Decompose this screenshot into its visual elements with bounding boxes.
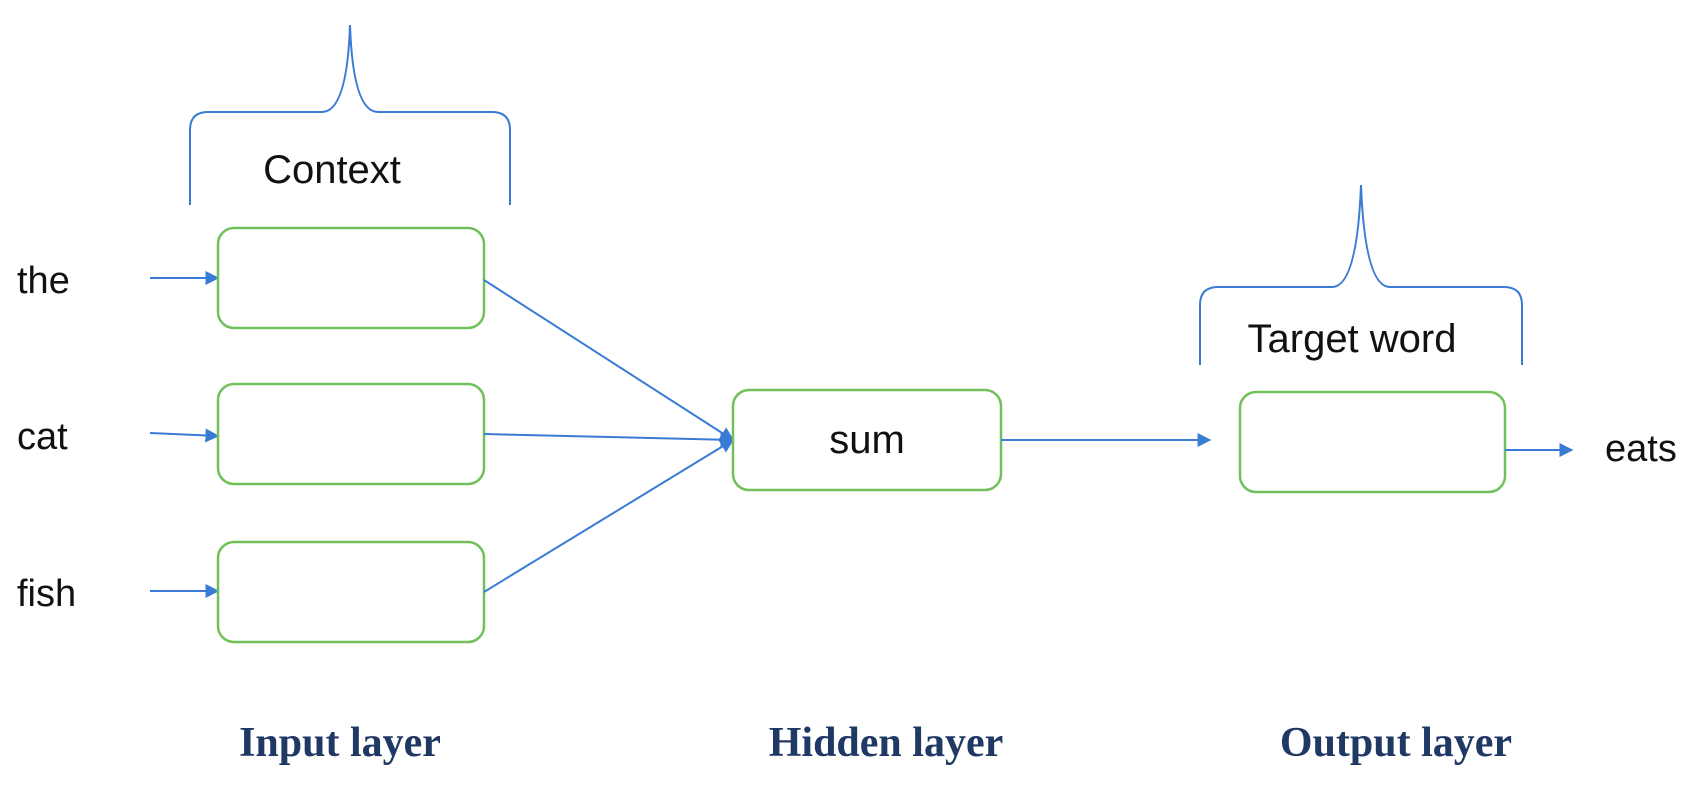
input-box-the	[216, 226, 486, 330]
input-layer-title: Input layer	[239, 720, 441, 766]
output-word-eats: eats	[1605, 428, 1677, 470]
input-word-the: the	[17, 260, 70, 302]
input-word-cat: cat	[17, 416, 68, 458]
output-box	[1238, 390, 1507, 494]
sum-label: sum	[829, 418, 905, 462]
connection-the-to-sum	[483, 279, 735, 441]
target-word-label: Target word	[1248, 317, 1457, 361]
connection-cat-to-sum	[483, 432, 735, 447]
context-label: Context	[263, 148, 401, 192]
context-brace	[189, 24, 511, 205]
input-box-cat	[216, 382, 486, 486]
connection-fish-to-sum	[483, 439, 735, 593]
input-box-fish	[216, 540, 486, 644]
input-word-fish: fish	[17, 573, 76, 615]
hidden-layer-title: Hidden layer	[769, 720, 1004, 766]
target-word-brace	[1199, 184, 1523, 365]
input-arrow-cat	[149, 428, 220, 443]
output-layer-title: Output layer	[1280, 720, 1512, 766]
